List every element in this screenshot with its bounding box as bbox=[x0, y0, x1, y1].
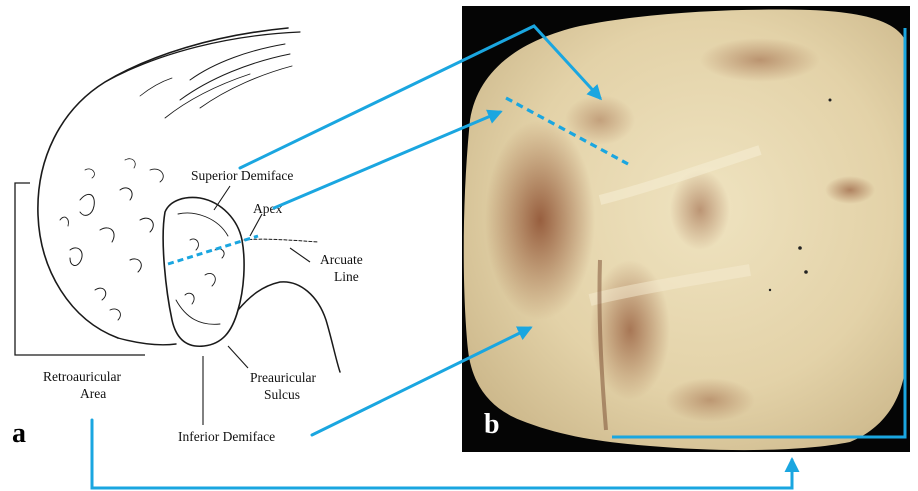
label-preauricular-1: Preauricular bbox=[250, 370, 316, 385]
retroauricular-bracket bbox=[15, 183, 145, 355]
panel-b-photo bbox=[462, 6, 910, 452]
arcuate-line bbox=[244, 239, 318, 242]
ilium-outline bbox=[38, 28, 288, 338]
auricular-surface bbox=[163, 198, 244, 347]
sciatic-notch bbox=[238, 282, 340, 372]
label-apex: Apex bbox=[253, 201, 282, 216]
label-retroauricular-2: Area bbox=[80, 386, 106, 401]
label-retroauricular-1: Retroauricular bbox=[43, 369, 121, 384]
label-arcuate-1: Arcuate bbox=[320, 252, 363, 267]
panel-letter-b: b bbox=[484, 409, 500, 440]
label-preauricular-2: Sulcus bbox=[264, 387, 300, 402]
panel-letter-a: a bbox=[12, 418, 26, 449]
label-inferior-demiface: Inferior Demiface bbox=[178, 429, 275, 444]
ilium-crest-upper bbox=[105, 32, 300, 82]
label-arcuate-2: Line bbox=[334, 269, 359, 284]
label-superior-demiface: Superior Demiface bbox=[191, 168, 293, 183]
